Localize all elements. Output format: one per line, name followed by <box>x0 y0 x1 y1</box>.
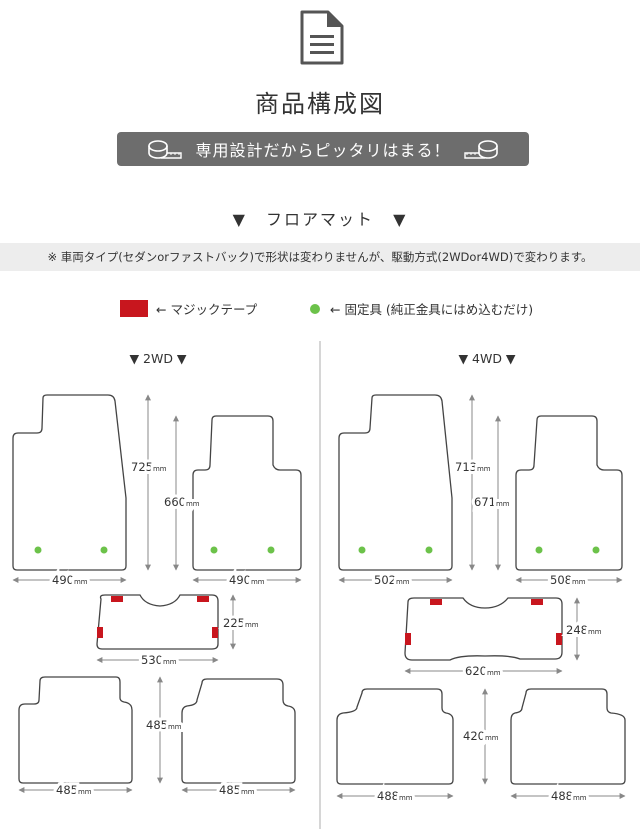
triangle-down-icon: ▼ <box>393 210 408 229</box>
mat-4wd-passenger <box>515 415 623 571</box>
page-title: 商品構成図 <box>255 90 385 118</box>
dim-label: 225mm <box>223 616 259 630</box>
dim-label: 725mm <box>131 460 167 474</box>
column-divider <box>319 341 321 829</box>
magic-tape <box>531 599 543 605</box>
dim-label: 488mm <box>551 789 587 803</box>
fixture-dot <box>34 546 42 554</box>
dim-label: 530mm <box>141 653 177 667</box>
magic-tape <box>405 633 411 645</box>
mat-diagram: 725mm 660mm 490mm 490mm 530mm 225mm 485m… <box>12 394 626 806</box>
dim-label: 508mm <box>550 573 586 587</box>
fixture-dot <box>535 546 543 554</box>
tape-measure-icon <box>148 140 183 159</box>
dim-label: 485mm <box>56 783 92 797</box>
magic-tape <box>212 627 218 638</box>
mat-4wd-rear-left <box>336 688 454 785</box>
magic-tape <box>97 627 103 638</box>
dim-label: 248mm <box>566 623 602 637</box>
mat-2wd-driver <box>12 394 127 571</box>
legend-tape: ← マジックテープ <box>120 299 257 318</box>
fixture-dot <box>310 303 320 314</box>
fixture-dot <box>425 546 433 554</box>
magic-tape <box>430 599 442 605</box>
dim-label: 490mm <box>52 573 88 587</box>
triangle-down-icon: ▼ <box>232 210 247 229</box>
tape-measure-icon <box>463 140 498 159</box>
dim-label: 660mm <box>164 495 200 509</box>
dim-label: 485mm <box>146 718 182 732</box>
magic-tape <box>111 596 123 602</box>
notice: ※ 車両タイプ(セダンorファストバック)で形状は変わりませんが、駆動方式(2W… <box>0 243 640 271</box>
mat-4wd-driver <box>338 394 453 571</box>
dim-label: 490mm <box>229 573 265 587</box>
document-icon <box>300 10 344 65</box>
label-2wd: ▼ 2WD ▼ <box>129 351 187 366</box>
magic-tape-swatch <box>120 300 148 317</box>
mat-4wd-center <box>404 597 563 661</box>
dim-label: 620mm <box>465 664 501 678</box>
magic-tape <box>556 633 562 645</box>
dim-label: 502mm <box>374 573 410 587</box>
dim-label: 488mm <box>377 789 413 803</box>
mat-2wd-rear-left <box>18 676 133 784</box>
mat-2wd-passenger <box>192 415 302 571</box>
mat-2wd-rear-right <box>181 678 296 784</box>
fixture-dot <box>210 546 218 554</box>
mat-4wd-rear-right <box>510 688 626 785</box>
section-title: ▼ フロアマット ▼ <box>232 210 408 229</box>
fixture-dot <box>592 546 600 554</box>
banner: 専用設計だからピッタリはまる！ <box>117 132 529 166</box>
dim-label: 485mm <box>219 783 255 797</box>
fixture-dot <box>100 546 108 554</box>
label-4wd: ▼ 4WD ▼ <box>458 351 516 366</box>
fixture-dot <box>267 546 275 554</box>
fixture-dot <box>358 546 366 554</box>
dim-label: 671mm <box>474 495 510 509</box>
dim-label: 420mm <box>463 729 499 743</box>
magic-tape <box>197 596 209 602</box>
mat-2wd-center <box>96 594 219 650</box>
banner-text: 専用設計だからピッタリはまる！ <box>195 141 451 160</box>
legend-fixture: ← 固定具 (純正金具にはめ込むだけ) <box>310 299 533 318</box>
dim-label: 713mm <box>455 460 491 474</box>
